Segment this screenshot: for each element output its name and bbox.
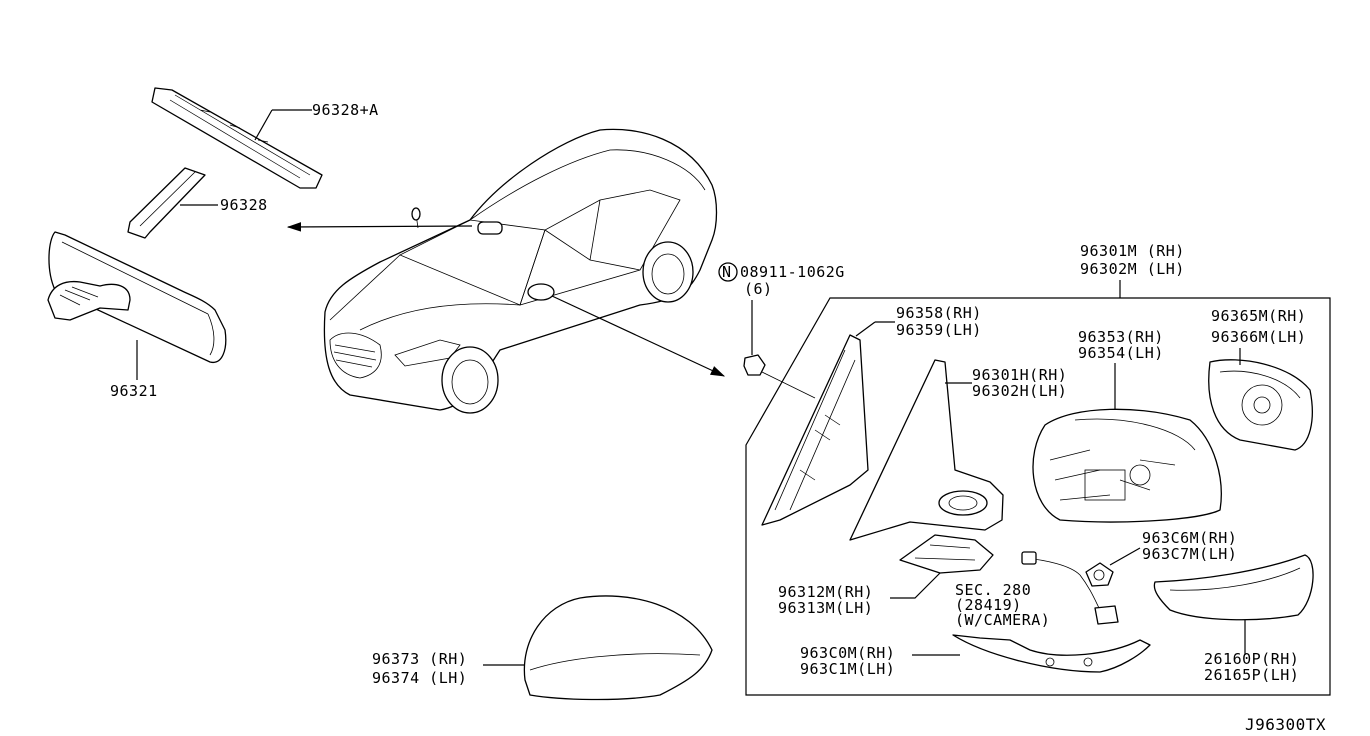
diagram-code: J96300TX [1245,715,1326,734]
motor-part [1085,562,1114,587]
label-nut-code: 08911-1062G [740,263,845,281]
label-housing-rh: 96353(RH) [1078,328,1164,346]
garnish-part [952,634,1151,673]
mirror-base-part [849,359,1004,541]
label-turn-lamp-lh: 26165P(LH) [1204,666,1299,684]
label-garnish-lh: 963C1M(LH) [800,660,895,678]
camera-harness-part [1021,551,1119,625]
label-cap-rh: 96373 (RH) [372,650,467,668]
mirror-glass-part [1208,359,1313,451]
vehicle-illustration [323,128,718,414]
inside-mirror-part [47,231,227,363]
mirror-housing-part [1032,408,1222,523]
label-turn-lamp-rh: 26160P(RH) [1204,650,1299,668]
label-garnish-rh: 963C0M(RH) [800,644,895,662]
label-cap-lh: 96374 (LH) [372,669,467,687]
label-motor-rh: 963C6M(RH) [1142,529,1237,547]
label-nut-qty: (6) [744,280,773,298]
label-mirror-assy-rh: 96301M (RH) [1080,242,1185,260]
mirror-assy-frame [745,297,1331,696]
nut-part: N 08911-1062G (6) [718,262,845,399]
label-bracket-a: 96328+A [312,101,379,119]
mirror-cap-part [523,595,713,701]
label-motor-lh: 963C7M(LH) [1142,545,1237,563]
inner-cover-part [761,334,869,526]
nut-symbol-circle [718,262,738,282]
label-base-lh: 96302H(LH) [972,382,1067,400]
bracket-a-part [151,87,323,189]
label-inner-cover-lh: 96359(LH) [896,321,982,339]
label-housing-lh: 96354(LH) [1078,344,1164,362]
arrow-to-door-mirror [551,295,726,377]
bracket-part [127,167,206,239]
label-inside-mirror: 96321 [110,382,158,400]
arrow-to-inside-mirror [286,222,473,232]
label-inner-cover-rh: 96358(RH) [896,304,982,322]
label-sec-note: (W/CAMERA) [955,611,1050,629]
label-lower-cover-lh: 96313M(LH) [778,599,873,617]
label-lower-cover-rh: 96312M(RH) [778,583,873,601]
turn-lamp-part [1153,554,1314,621]
label-glass-lh: 96366M(LH) [1211,328,1306,346]
label-sec-part: (28419) [955,596,1022,614]
label-mirror-assy-lh: 96302M (LH) [1080,260,1185,278]
label-sec-ref: SEC. 280 [955,581,1031,599]
label-base-rh: 96301H(RH) [972,366,1067,384]
lower-cover-part [899,534,994,574]
nut-symbol: N [722,263,732,281]
label-bracket: 96328 [220,196,268,214]
label-glass-rh: 96365M(RH) [1211,307,1306,325]
